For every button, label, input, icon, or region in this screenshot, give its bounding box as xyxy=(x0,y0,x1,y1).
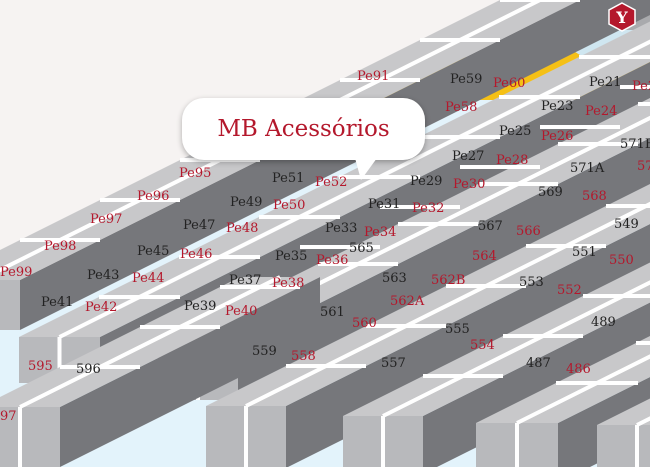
booth-label[interactable]: 486 xyxy=(566,362,591,377)
popup-tail xyxy=(355,158,377,180)
booth-label[interactable]: Pe21 xyxy=(589,75,622,90)
booth-label[interactable]: Pe51 xyxy=(272,171,305,186)
booth-label[interactable]: 549 xyxy=(614,217,639,232)
booth-label[interactable]: 595 xyxy=(28,359,53,374)
booth-label[interactable]: Pe43 xyxy=(87,268,120,283)
logo-letter: Y xyxy=(615,8,628,27)
popup-title: MB Acessórios xyxy=(217,116,390,142)
booth-row-side xyxy=(20,0,650,330)
booth-label[interactable]: Pe99 xyxy=(0,265,33,280)
booth-label[interactable]: 596 xyxy=(76,362,101,377)
booth-label[interactable]: 550 xyxy=(609,253,634,268)
booth-label[interactable]: Pe24 xyxy=(585,104,618,119)
booth-label[interactable]: Pe41 xyxy=(41,295,74,310)
booth-label[interactable]: 562B xyxy=(431,273,466,288)
booth-row-top xyxy=(0,277,320,407)
booth-row-front xyxy=(597,425,650,467)
booth-popup[interactable]: MB Acessórios xyxy=(182,98,425,160)
booth-label[interactable]: 565 xyxy=(349,241,374,256)
booth-label[interactable]: Pe29 xyxy=(410,174,443,189)
booth-label[interactable]: 561 xyxy=(320,305,345,320)
booth-row-side xyxy=(238,138,650,400)
booth-label[interactable]: Pe38 xyxy=(272,276,305,291)
booth-label[interactable]: Pe28 xyxy=(496,153,529,168)
booth-label[interactable]: 564 xyxy=(472,249,497,264)
booth-label[interactable]: Pe95 xyxy=(179,166,212,181)
aisle-divider xyxy=(245,201,650,408)
booth-label[interactable]: 559 xyxy=(252,344,277,359)
booth-label[interactable]: Pe98 xyxy=(44,239,77,254)
booth-label[interactable]: Pe58 xyxy=(445,100,478,115)
booth-label[interactable]: 563 xyxy=(382,271,407,286)
aisle-divider xyxy=(19,275,281,409)
booth-label[interactable]: Pe39 xyxy=(184,299,217,314)
brand-logo-icon[interactable]: Y xyxy=(607,2,637,32)
booth-label[interactable]: Pe34 xyxy=(364,225,397,240)
booth-row-top xyxy=(206,184,650,406)
booth-row-front xyxy=(0,280,20,330)
booth-label[interactable]: Pe25 xyxy=(499,124,532,139)
booth-label[interactable]: 571A xyxy=(570,161,605,176)
booth-label[interactable]: 487 xyxy=(526,356,551,371)
booth-row-top xyxy=(597,398,650,425)
booth-label[interactable]: Pe31 xyxy=(368,197,401,212)
booth-label[interactable]: Pe60 xyxy=(493,76,526,91)
booth-label[interactable]: 557 xyxy=(381,356,406,371)
booth-label[interactable]: 568 xyxy=(582,189,607,204)
booth-label[interactable]: 551 xyxy=(572,245,597,260)
booth-label[interactable]: Pe30 xyxy=(453,177,486,192)
booth-label[interactable]: Pe36 xyxy=(316,253,349,268)
booth-label[interactable]: Pe91 xyxy=(357,69,390,84)
booth-label[interactable]: Pe26 xyxy=(541,129,574,144)
booth-label[interactable]: Pe40 xyxy=(225,304,258,319)
booth-label[interactable]: 552 xyxy=(557,283,582,298)
booth-label[interactable]: 555 xyxy=(445,322,470,337)
booth-label[interactable]: Pe45 xyxy=(137,244,170,259)
booth-label[interactable]: Pe50 xyxy=(273,198,306,213)
booth-label[interactable]: Pe2 xyxy=(632,79,650,94)
booth-label[interactable]: Pe23 xyxy=(541,99,574,114)
booth-label[interactable]: 489 xyxy=(591,315,616,330)
booth-label[interactable]: Pe46 xyxy=(180,247,213,262)
booth-label[interactable]: Pe42 xyxy=(85,300,118,315)
booth-label[interactable]: 571B xyxy=(620,137,650,152)
booth-label[interactable]: 567 xyxy=(478,219,503,234)
booth-label[interactable]: Pe47 xyxy=(183,218,216,233)
booth-row-top xyxy=(476,336,650,423)
aisle-divider xyxy=(58,39,650,339)
booth-label[interactable]: Pe96 xyxy=(137,189,170,204)
booth-row-top xyxy=(19,21,650,337)
booth-row-front xyxy=(0,407,60,467)
booth-label[interactable]: 553 xyxy=(519,275,544,290)
booth-label[interactable]: 554 xyxy=(470,338,495,353)
booth-label[interactable]: Pe49 xyxy=(230,195,263,210)
booth-label[interactable]: Pe48 xyxy=(226,221,259,236)
booth-label[interactable]: Pe37 xyxy=(229,273,262,288)
booth-label[interactable]: 97 xyxy=(0,409,17,424)
booth-label[interactable]: 569 xyxy=(538,185,563,200)
booth-label[interactable]: 562A xyxy=(390,294,425,309)
booth-label[interactable]: Pe33 xyxy=(325,221,358,236)
booth-label[interactable]: 558 xyxy=(291,349,316,364)
booth-label[interactable]: Pe27 xyxy=(452,149,485,164)
booth-label[interactable]: Pe44 xyxy=(132,271,165,286)
booth-row-top xyxy=(343,262,650,416)
booth-label[interactable]: 566 xyxy=(516,224,541,239)
booth-label[interactable]: Pe59 xyxy=(450,72,483,87)
booth-row-side xyxy=(60,277,320,467)
booth-label[interactable]: 57 xyxy=(637,159,650,174)
booth-label[interactable]: Pe35 xyxy=(275,249,308,264)
booth-label[interactable]: Pe32 xyxy=(412,201,445,216)
aisle-divider xyxy=(382,280,650,418)
booth-label[interactable]: Pe97 xyxy=(90,212,123,227)
booth-label[interactable]: Pe52 xyxy=(315,175,348,190)
booth-label[interactable]: 560 xyxy=(352,316,377,331)
